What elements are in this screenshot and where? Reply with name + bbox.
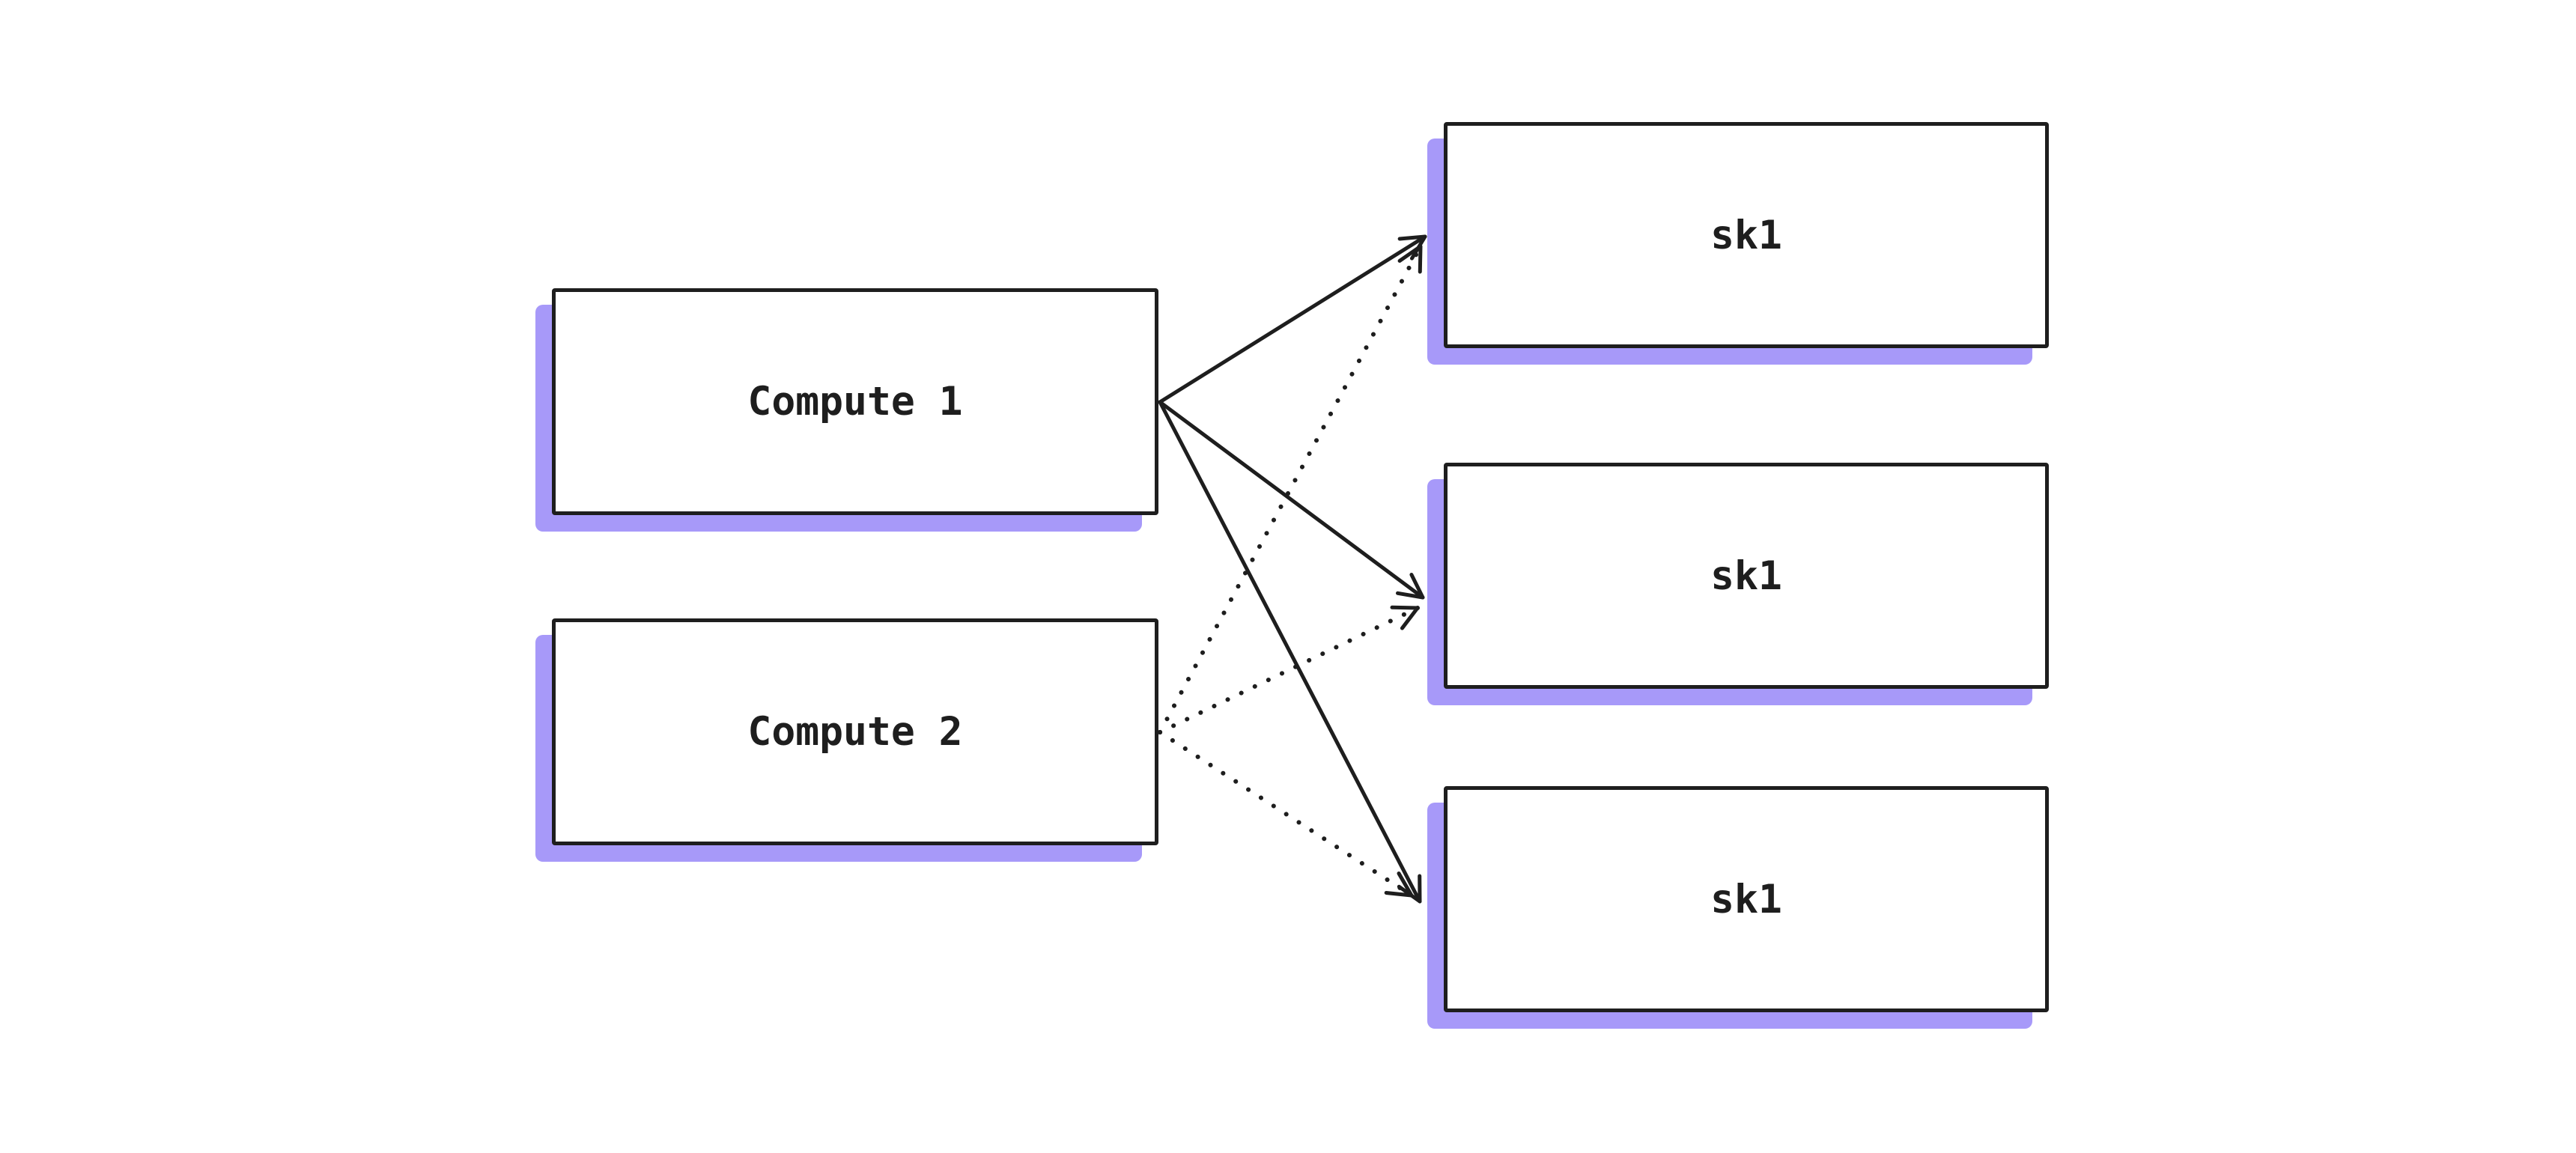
node-sk1-bottom: sk1 [1427,786,2049,1029]
node-compute2-box: Compute 2 [552,618,1158,845]
node-sk1-top-box: sk1 [1444,122,2049,348]
node-sk1-middle-label: sk1 [1710,553,1782,599]
node-compute1-label: Compute 1 [747,379,963,425]
arrowhead-compute2-sk1-middle [1390,605,1420,630]
arrowhead-compute2-sk1-bottom [1384,871,1414,898]
arrow-compute1-sk1-middle [1158,400,1425,600]
node-compute1: Compute 1 [535,288,1158,532]
node-sk1-bottom-box: sk1 [1444,786,2049,1012]
node-compute2: Compute 2 [535,618,1158,862]
arrowhead-compute1-sk1-middle [1395,573,1425,600]
node-sk1-middle: sk1 [1427,463,2049,705]
node-sk1-top-label: sk1 [1710,212,1782,258]
node-sk1-middle-box: sk1 [1444,463,2049,689]
arrow-compute2-sk1-bottom [1158,730,1414,898]
arrow-compute2-sk1-top [1158,244,1423,734]
arrowhead-compute1-sk1-bottom [1397,874,1422,904]
node-sk1-top: sk1 [1427,122,2049,365]
arrow-compute1-sk1-bottom [1158,400,1422,904]
node-compute1-box: Compute 1 [552,288,1158,515]
node-compute2-label: Compute 2 [747,709,963,755]
arrow-compute1-sk1-top [1158,234,1427,404]
node-sk1-bottom-label: sk1 [1710,876,1782,922]
arrow-compute2-sk1-middle [1158,606,1420,734]
arrowhead-compute2-sk1-top [1397,244,1423,274]
